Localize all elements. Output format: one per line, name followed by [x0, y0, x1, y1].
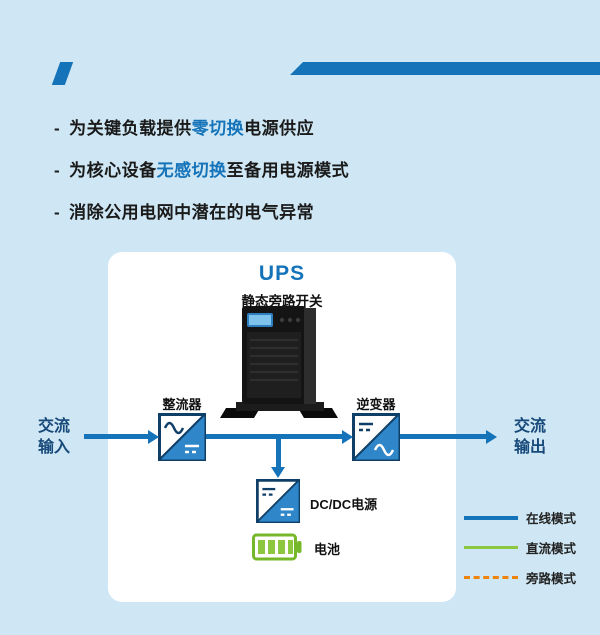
bullet-text: 至备用电源模式 [226, 161, 350, 180]
bullet-dash: - [54, 203, 61, 222]
rectifier-label: 整流器 [162, 397, 202, 412]
legend-label-bypass: 旁路模式 [526, 572, 577, 586]
static-bypass-switch-label: 静态旁路开关 [241, 294, 323, 309]
rectifier-to-inverter-line [206, 434, 342, 439]
ac-input-flow-line [84, 434, 148, 439]
feature-bullet-list: -为关键负载提供零切换电源供应 -为核心设备无感切换至备用电源模式 -消除公用电… [54, 108, 574, 234]
legend-item-bypass: 旁路模式 [464, 568, 594, 587]
bullet-item-3: -消除公用电网中潜在的电气异常 [54, 192, 574, 234]
dc-branch-line [276, 437, 281, 467]
rectifier-icon [158, 413, 206, 461]
inverter-icon [352, 413, 400, 461]
battery-icon [252, 533, 302, 561]
dc-mode-line-icon [464, 546, 518, 549]
ac-input-label: 交流 输入 [37, 418, 70, 456]
bullet-text: 电源供应 [244, 119, 315, 138]
dcdc-converter-icon [256, 479, 300, 523]
bullet-highlight: 无感切换 [156, 161, 227, 180]
legend-label-dc: 直流模式 [526, 542, 577, 556]
online-mode-line-icon [464, 515, 518, 520]
mode-legend: 在线模式 直流模式 旁路模式 [464, 508, 594, 598]
bullet-text: 为关键负载提供 [69, 119, 192, 138]
legend-label-online: 在线模式 [526, 512, 577, 526]
header-bar-decoration [290, 62, 600, 75]
ups-device-image [220, 306, 338, 418]
bullet-item-1: -为关键负载提供零切换电源供应 [54, 108, 574, 150]
legend-item-dc: 直流模式 [464, 538, 594, 557]
bullet-dash: - [54, 119, 61, 138]
ac-output-arrow-icon [486, 430, 497, 444]
bullet-dash: - [54, 161, 61, 180]
battery-label: 电池 [314, 542, 341, 557]
bullet-highlight: 零切换 [191, 119, 245, 138]
bullet-text: 消除公用电网中潜在的电气异常 [69, 203, 315, 222]
inverter-label: 逆变器 [356, 397, 396, 412]
bypass-mode-line-icon [464, 576, 518, 579]
dc-branch-arrow-icon [271, 467, 285, 478]
bullet-item-2: -为核心设备无感切换至备用电源模式 [54, 150, 574, 192]
slash-decoration-icon [51, 62, 74, 85]
ac-input-arrow-icon [148, 430, 159, 444]
legend-item-online: 在线模式 [464, 508, 594, 527]
dcdc-label: DC/DC电源 [310, 497, 378, 512]
bullet-text: 为核心设备 [69, 161, 157, 180]
inverter-input-arrow-icon [342, 430, 353, 444]
ac-output-flow-line [400, 434, 486, 439]
ups-title: UPS [258, 262, 306, 285]
ac-output-label: 交流 输出 [513, 418, 546, 456]
